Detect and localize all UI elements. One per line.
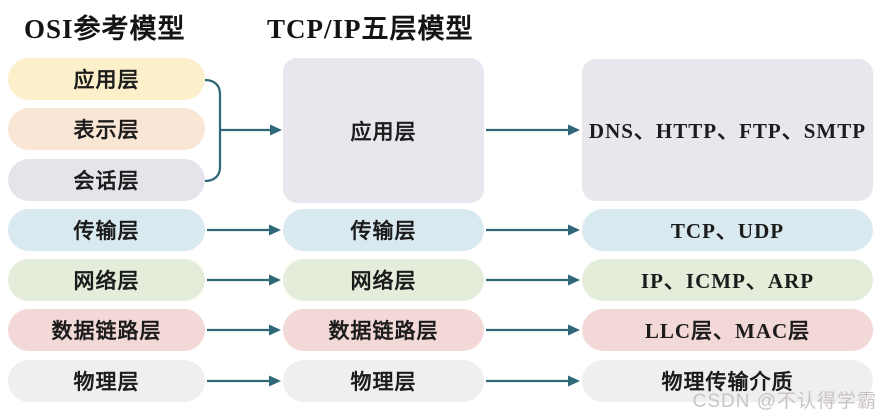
protocols-transport: TCP、UDP bbox=[582, 209, 873, 251]
arrow-head bbox=[568, 224, 580, 236]
osi-layer-physical: 物理层 bbox=[8, 360, 205, 402]
arrow-head bbox=[568, 324, 580, 336]
bracket-icon bbox=[204, 78, 222, 183]
arrow-head bbox=[568, 124, 580, 136]
arrow-head bbox=[568, 274, 580, 286]
osi-layer-datalink: 数据链路层 bbox=[8, 309, 205, 351]
protocols-datalink: LLC层、MAC层 bbox=[582, 309, 873, 351]
arrow-head bbox=[270, 124, 282, 136]
arrow-head bbox=[568, 375, 580, 387]
arrow-right-icon bbox=[486, 124, 580, 136]
tcpip-layer-physical: 物理层 bbox=[283, 360, 484, 402]
arrow-right-icon bbox=[207, 224, 281, 236]
tcpip-layer-datalink: 数据链路层 bbox=[283, 309, 484, 351]
tcpip-layer-transport: 传输层 bbox=[283, 209, 484, 251]
osi-layer-network: 网络层 bbox=[8, 259, 205, 301]
arrow-head bbox=[269, 274, 281, 286]
osi-layer-session: 会话层 bbox=[8, 159, 205, 201]
protocols-network: IP、ICMP、ARP bbox=[582, 259, 873, 301]
arrow-right-icon bbox=[220, 124, 282, 136]
arrow-right-icon bbox=[486, 224, 580, 236]
arrow-right-icon bbox=[486, 375, 580, 387]
csdn-watermark: CSDN @不认得学霸 bbox=[692, 391, 877, 412]
arrow-right-icon bbox=[207, 375, 281, 387]
osi-layer-application: 应用层 bbox=[8, 58, 205, 100]
arrow-right-icon bbox=[207, 324, 281, 336]
arrow-right-icon bbox=[486, 324, 580, 336]
arrow-right-icon bbox=[486, 274, 580, 286]
arrow-head bbox=[269, 375, 281, 387]
osi-column-title: OSI参考模型 bbox=[24, 14, 186, 44]
arrow-right-icon bbox=[207, 274, 281, 286]
tcpip-layer-application: 应用层 bbox=[283, 58, 484, 203]
protocols-physical: 物理传输介质 bbox=[582, 360, 873, 402]
tcpip-layer-network: 网络层 bbox=[283, 259, 484, 301]
arrow-head bbox=[269, 324, 281, 336]
tcpip-column-title: TCP/IP五层模型 bbox=[267, 14, 474, 44]
osi-layer-transport: 传输层 bbox=[8, 209, 205, 251]
osi-layer-presentation: 表示层 bbox=[8, 108, 205, 150]
arrow-head bbox=[269, 224, 281, 236]
protocols-application: DNS、HTTP、FTP、SMTP bbox=[582, 59, 873, 201]
